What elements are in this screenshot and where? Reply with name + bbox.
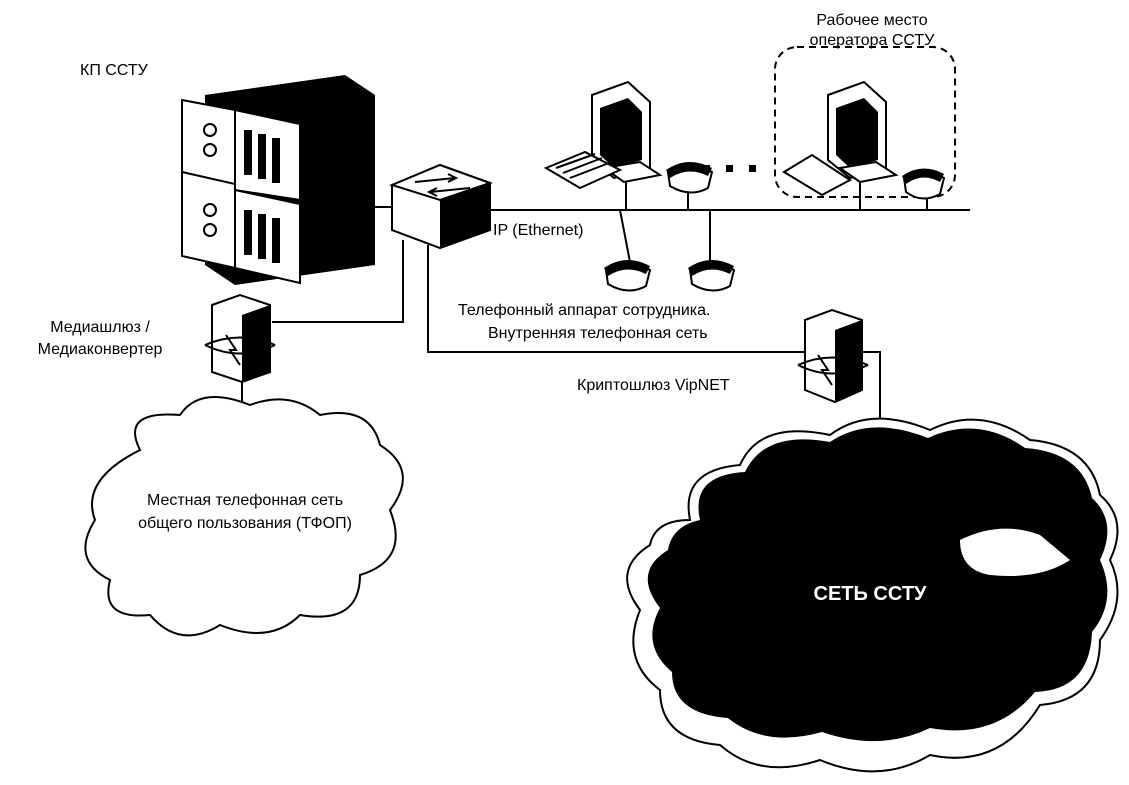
sstu-network-label: СЕТЬ ССТУ (814, 583, 928, 605)
workplace-label-line1: Рабочее место (816, 12, 927, 29)
server-rack-icon (181, 75, 375, 285)
mediagateway-label-line1: Медиашлюз / (50, 319, 150, 336)
employee-phone-icon (688, 259, 736, 292)
ellipsis-dots (703, 165, 756, 172)
network-switch-icon (389, 163, 494, 250)
switch-to-mediagateway-line (272, 240, 404, 323)
switch-to-crypto-line (427, 245, 805, 353)
connection-lines (241, 176, 970, 430)
media-gateway-icon (204, 293, 276, 384)
pstn-label-line1: Местная телефонная сеть (147, 492, 343, 509)
crypto-gateway-label: Криптошлюз VipNET (577, 377, 730, 394)
pstn-label-line2: общего пользования (ТФОП) (138, 515, 352, 532)
workplace-label-line2: оператора ССТУ (810, 32, 936, 49)
pstn-cloud (84, 396, 404, 637)
sstu-network-cloud (626, 417, 1119, 773)
phone-label-line1: Телефонный аппарат сотрудника. (458, 302, 710, 319)
crypto-gateway-icon (797, 308, 869, 404)
phone-label-line2: Внутренняя телефонная сеть (488, 325, 708, 342)
operator-workplace-box (774, 46, 956, 198)
mediagateway-label-line2: Медиаконвертер (38, 341, 163, 358)
workstation-monitor-icon (543, 80, 663, 190)
ip-ethernet-label: IP (Ethernet) (493, 222, 583, 239)
desk-phone-icon (666, 161, 714, 194)
operator-monitor-icon (782, 80, 899, 197)
employee-phone-icon (604, 259, 652, 292)
crypto-to-sstu-line (855, 351, 881, 430)
kp-sstu-label: КП ССТУ (80, 62, 149, 79)
phone3-drop-line (619, 209, 631, 263)
operator-phone-icon (902, 168, 946, 200)
